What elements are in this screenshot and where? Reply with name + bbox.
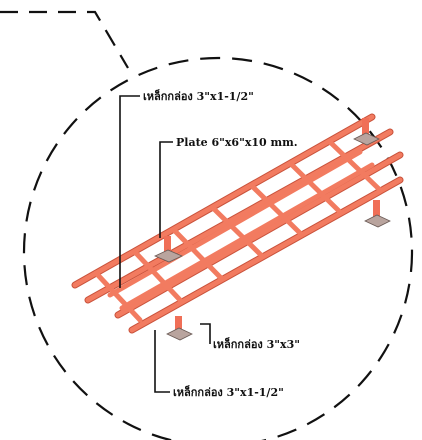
leader-tube-top bbox=[119, 95, 140, 288]
leader-tube-bottom bbox=[154, 330, 170, 393]
post-with-plate bbox=[353, 118, 380, 146]
detail-circle bbox=[22, 56, 414, 440]
rung bbox=[132, 249, 183, 303]
longitudinal-tube-bottom-2 bbox=[129, 177, 403, 333]
post-with-plate bbox=[154, 236, 183, 263]
callout-leader-dashed bbox=[0, 10, 129, 69]
leader-tube-post bbox=[200, 323, 211, 344]
rung bbox=[288, 161, 343, 215]
label-tube-bottom: เหล็กกล่อง 3"x1-1/2" bbox=[173, 385, 284, 399]
longitudinal-tube-bottom-1 bbox=[115, 152, 403, 318]
steel-ladder-frame bbox=[71, 113, 404, 334]
longitudinal-tube-top-2 bbox=[85, 129, 393, 303]
post-with-plate bbox=[364, 200, 391, 228]
label-plate: Plate 6"x6"x10 mm. bbox=[176, 136, 298, 149]
rung bbox=[93, 270, 143, 323]
label-tube-post: เหล็กกล่อง 3"x3" bbox=[213, 337, 300, 351]
longitudinal-tube-top-1 bbox=[72, 114, 375, 288]
rung bbox=[249, 183, 304, 237]
rung bbox=[327, 139, 383, 193]
post-with-plate bbox=[166, 316, 193, 341]
leader-plate bbox=[159, 141, 173, 238]
label-tube-top: เหล็กกล่อง 3"x1-1/2" bbox=[143, 89, 254, 103]
rung bbox=[210, 205, 265, 259]
rung bbox=[171, 227, 224, 281]
